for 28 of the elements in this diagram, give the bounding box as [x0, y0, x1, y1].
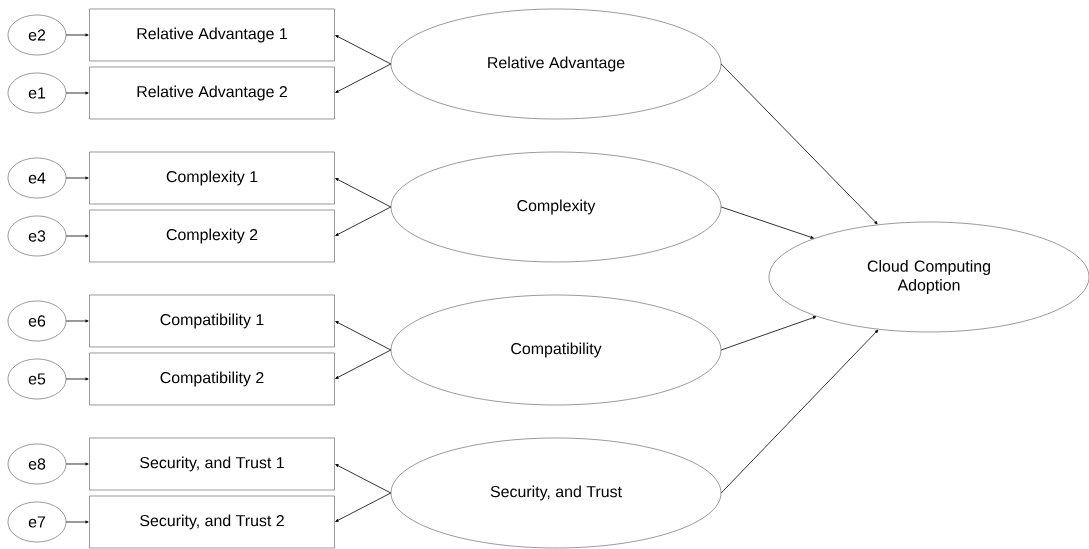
arrow: [720, 63, 878, 225]
arrow: [65, 319, 89, 323]
indicator-box: Compatibility 1: [89, 294, 335, 348]
arrow: [335, 206, 392, 236]
arrow: [335, 35, 392, 65]
arrow: [335, 464, 392, 494]
indicator-box: Complexity 2: [89, 209, 335, 263]
arrow: [65, 176, 89, 180]
arrow: [720, 316, 817, 351]
arrow: [65, 91, 89, 95]
arrow: [720, 206, 814, 239]
arrow: [65, 377, 89, 381]
arrow: [65, 462, 89, 466]
arrow: [335, 321, 392, 351]
arrow: [335, 349, 392, 379]
arrow: [65, 234, 89, 238]
arrow: [335, 63, 392, 93]
arrow: [335, 492, 392, 522]
arrow: [720, 329, 879, 494]
indicator-box: Relative Advantage 1: [89, 8, 335, 62]
indicator-box: Security, and Trust 1: [89, 437, 335, 491]
indicator-box: Complexity 1: [89, 151, 335, 205]
arrow: [65, 520, 89, 524]
indicator-box: Security, and Trust 2: [89, 495, 335, 549]
arrow: [65, 33, 89, 37]
indicator-box: Compatibility 2: [89, 352, 335, 406]
arrow: [335, 178, 392, 208]
indicator-box: Relative Advantage 2: [89, 66, 335, 120]
